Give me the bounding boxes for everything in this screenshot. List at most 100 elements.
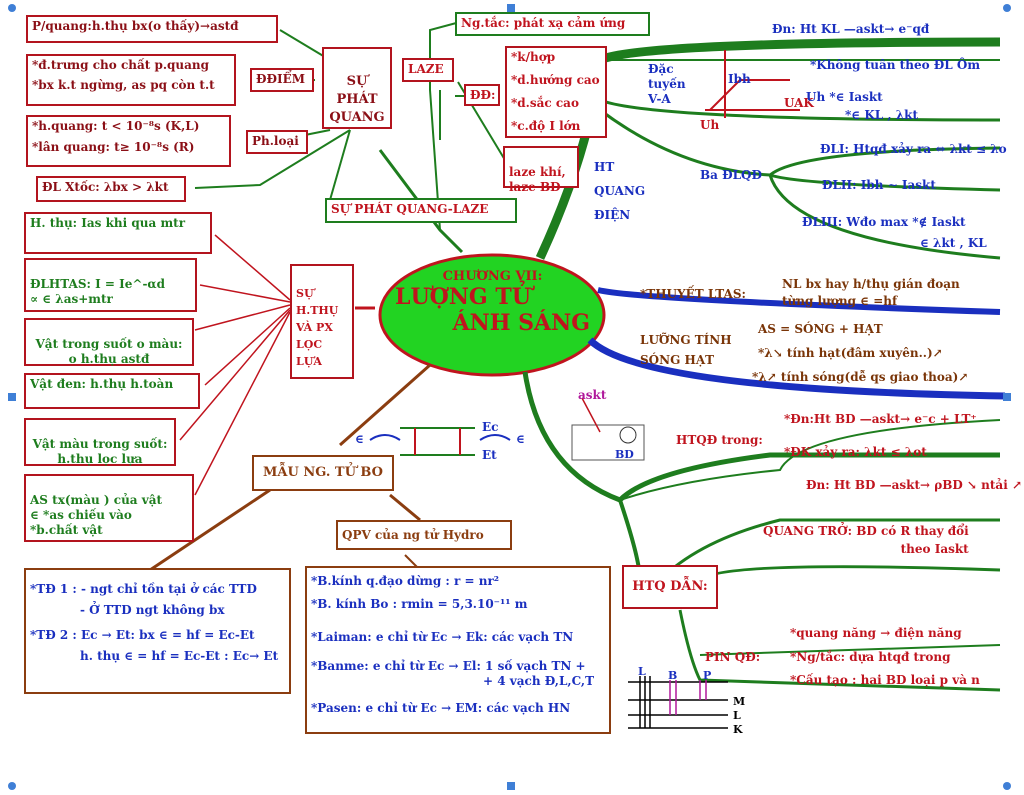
diem-label: ĐĐIỂM: [256, 72, 306, 86]
htq-dan-node[interactable]: HTQ DẪN:: [622, 565, 718, 609]
diem-line-1: *đ.trưng cho chất p.quang: [32, 58, 210, 72]
quang-dien-branch: HT QUANG ĐIỆN: [594, 160, 646, 222]
qpv-line-6: *Pasen: e chỉ từ Ec → EM: các vạch HN: [311, 701, 571, 715]
diem-line-2: *bx k.t ngừng, as pq còn t.t: [32, 78, 215, 92]
chapter-title-2: ÁNH SÁNG: [452, 310, 590, 336]
ploai-label-box[interactable]: Ph.loại: [246, 130, 308, 154]
phat-quang-laze-group[interactable]: SỰ PHÁT QUANG-LAZE: [325, 198, 517, 223]
hap-thu-item-text: H. thụ: Ias khi qua mtr: [30, 216, 186, 230]
selection-handle[interactable]: [1003, 393, 1011, 401]
luong-tinh-2: *λ↘ tính hạt(đâm xuyên..)↗: [758, 346, 943, 360]
laze-node[interactable]: LAZE: [402, 58, 454, 82]
laze-types-box[interactable]: laze khí, laze BD: [503, 146, 579, 194]
diem-features-box[interactable]: *đ.trưng cho chất p.quang *bx k.t ngừng,…: [26, 54, 236, 106]
bo-et: Et: [482, 448, 497, 462]
qpv-line-3: *Laiman: e chỉ từ Ec → Ek: các vạch TN: [311, 630, 574, 644]
dac-tuyen-label: Đặc tuyến V-A: [648, 62, 686, 106]
ltas-text: NL bx hay h/thụ gián đoạn từng lượng ∈ =…: [782, 277, 960, 308]
selection-handle[interactable]: [8, 782, 16, 790]
laze-principle: Ng.tắc: phát xạ cảm ứng: [461, 16, 626, 30]
ploai-line-1: *h.quang: t < 10⁻⁸s (K,L): [32, 119, 200, 133]
uh-dependence-2: *∈ KL , λkt: [845, 108, 919, 122]
dl-2: ĐLII: Ibh ∼ Iaskt: [822, 178, 936, 192]
dl-3b: ∈ λkt , KL: [920, 236, 987, 250]
photoluminescence-def[interactable]: P/quang:h.thụ bx(o thấy)→astđ: [26, 15, 278, 43]
ploai-line-2: *lân quang: t≥ 10⁻⁸s (R): [32, 140, 195, 154]
ploai-lines-box[interactable]: *h.quang: t < 10⁻⁸s (K,L) *lân quang: t≥…: [26, 115, 231, 167]
pin-item-3: *Cấu tạo : hai BD loại p và n: [790, 673, 980, 687]
level-K: K: [733, 723, 743, 736]
pin-qd-label: PIN QĐ:: [705, 650, 761, 664]
hap-thu-node[interactable]: SỰ H.THỤ VÀ PX LỌC LỰA: [290, 264, 354, 379]
hap-thu-item-3[interactable]: Vật trong suốt o màu: o h.thụ astđ: [24, 318, 194, 366]
bo-model-node[interactable]: MẪU NG. TỬ BO: [252, 455, 394, 491]
ibh-label: Ibh: [728, 72, 751, 86]
laze-title: LAZE: [408, 62, 444, 76]
center-topic[interactable]: CHƯƠNG VII: LƯỢNG TỬ ÁNH SÁNG: [380, 255, 605, 375]
laze-dd-box[interactable]: *k/hợp *d.hướng cao *d.sắc cao *c.độ I l…: [505, 46, 607, 138]
hap-thu-item-text: Vật trong suốt o màu: o h.thụ astđ: [35, 337, 183, 366]
photoluminescence-text: P/quang:h.thụ bx(o thấy)→astđ: [32, 19, 239, 33]
phat-quang-node[interactable]: SỰ PHÁT QUANG: [322, 47, 392, 129]
laze-dd-4: *c.độ I lớn: [511, 119, 581, 133]
khong-tuan-ohm: *Không tuân theo ĐL Ôm: [810, 58, 981, 72]
hap-thu-item-5[interactable]: Vật màu trong suốt: h.thụ lọc lựa: [24, 418, 176, 466]
laze-dd-1: *k/hợp: [511, 50, 556, 64]
bo-eps-left: ∈: [355, 432, 364, 446]
bo-td-1: *TĐ 1 : - ngt chỉ tồn tại ở các TTD: [30, 582, 257, 596]
pin-item-1: *quang năng → điện năng: [790, 626, 962, 640]
hap-thu-item-4[interactable]: Vật đen: h.thụ h.toàn: [24, 373, 200, 409]
chapter-label: CHƯƠNG VII:: [442, 269, 543, 284]
quang-dien-definition: Đn: Ht KL —askt→ e⁻qđ: [772, 22, 930, 36]
dl-1: ĐLI: Htqđ xảy ra ⇔ λkt ≤ λo: [820, 142, 1007, 156]
selection-handle[interactable]: [507, 4, 515, 12]
uh-dependence: Uh *∈ Iaskt: [806, 90, 883, 104]
luong-tinh-label: LƯỠNG TÍNH SÓNG HẠT: [640, 333, 732, 367]
laze-principle-box[interactable]: Ng.tắc: phát xạ cảm ứng: [455, 12, 650, 36]
diem-label-box[interactable]: ĐĐIỂM: [250, 68, 314, 92]
laze-dd-3: *d.sắc cao: [511, 96, 579, 110]
uh-label: Uh: [700, 118, 720, 132]
ba-dlqd-label: Ba ĐLQĐ: [700, 168, 762, 182]
htq-dan-label: HTQ DẪN:: [632, 579, 708, 594]
qpv-lines-box[interactable]: *B.kính q.đạo dừng : r = nr² *B. kính Bo…: [305, 566, 611, 734]
hap-thu-item-text: AS tx(màu ) của vật ∈ *as chiếu vào *b.c…: [30, 493, 163, 537]
hap-thu-item-2[interactable]: ĐLHTAS: I = Ie^-αd ∝ ∈ λas+mtr: [24, 258, 197, 312]
level-M: M: [733, 695, 746, 708]
bo-title: MẪU NG. TỬ BO: [262, 465, 383, 480]
selection-handle[interactable]: [1003, 4, 1011, 12]
selection-handle[interactable]: [8, 4, 16, 12]
laze-dd-label-box[interactable]: ĐĐ:: [464, 84, 500, 106]
dl-3: ĐLIII: Wđo max *∉ Iaskt: [802, 215, 966, 229]
selection-handle[interactable]: [8, 393, 16, 401]
laze-dd-label: ĐĐ:: [470, 88, 496, 102]
htqd-trong-cond: *ĐK xảy ra: λkt ≤ λot: [784, 445, 927, 459]
level-B: B: [668, 669, 678, 682]
qpv-line-5: + 4 vạch Đ,L,C,T: [483, 674, 595, 688]
hap-thu-item-6[interactable]: AS tx(màu ) của vật ∈ *as chiếu vào *b.c…: [24, 474, 194, 542]
htqd-trong-label: HTQĐ trong:: [676, 433, 763, 447]
level-L-top: L: [638, 665, 646, 678]
selection-handle[interactable]: [1003, 782, 1011, 790]
stokes-law-box[interactable]: ĐL Xtốc: λbx > λkt: [36, 176, 186, 202]
bo-postulates-box[interactable]: *TĐ 1 : - ngt chỉ tồn tại ở các TTD - Ở …: [24, 568, 291, 694]
hap-thu-item-text: Vật đen: h.thụ h.toàn: [30, 377, 174, 391]
htq-dan-def: Đn: Ht BD —askt→ ρBD ↘ ntải ↗: [806, 478, 1022, 492]
hap-thu-item-1[interactable]: H. thụ: Ias khi qua mtr: [24, 212, 212, 254]
bo-td-1b: - Ở TTD ngt không bx: [80, 603, 225, 617]
luong-tinh-1: AS = SÓNG + HẠT: [758, 322, 883, 336]
quang-tro: QUANG TRỞ: BD có R thay đổi theo Iaskt: [763, 524, 969, 556]
phat-quang-title: SỰ PHÁT QUANG: [329, 74, 385, 125]
level-L: L: [733, 709, 741, 722]
center-ellipse: [378, 253, 606, 377]
qpv-label-box[interactable]: QPV của ng tử Hydro: [336, 520, 512, 550]
bo-td-2b: h. thụ ∈ = hf = Ec-Et : Ec→ Et: [80, 649, 279, 663]
bo-td-2: *TĐ 2 : Ec → Et: bx ∈ = hf = Ec-Et: [30, 628, 255, 642]
ploai-label: Ph.loại: [252, 134, 299, 148]
hap-thu-title: SỰ H.THỤ VÀ PX LỌC LỰA: [296, 287, 339, 368]
selection-handle[interactable]: [507, 782, 515, 790]
uak-label: UAK: [784, 96, 814, 110]
luong-tinh-3: *λ↗ tính sóng(dễ qs giao thoa)↗: [752, 370, 969, 384]
group-label: SỰ PHÁT QUANG-LAZE: [331, 202, 489, 216]
qpv-line-2: *B. kính Bo : rmin = 5,3.10⁻¹¹ m: [311, 597, 528, 611]
